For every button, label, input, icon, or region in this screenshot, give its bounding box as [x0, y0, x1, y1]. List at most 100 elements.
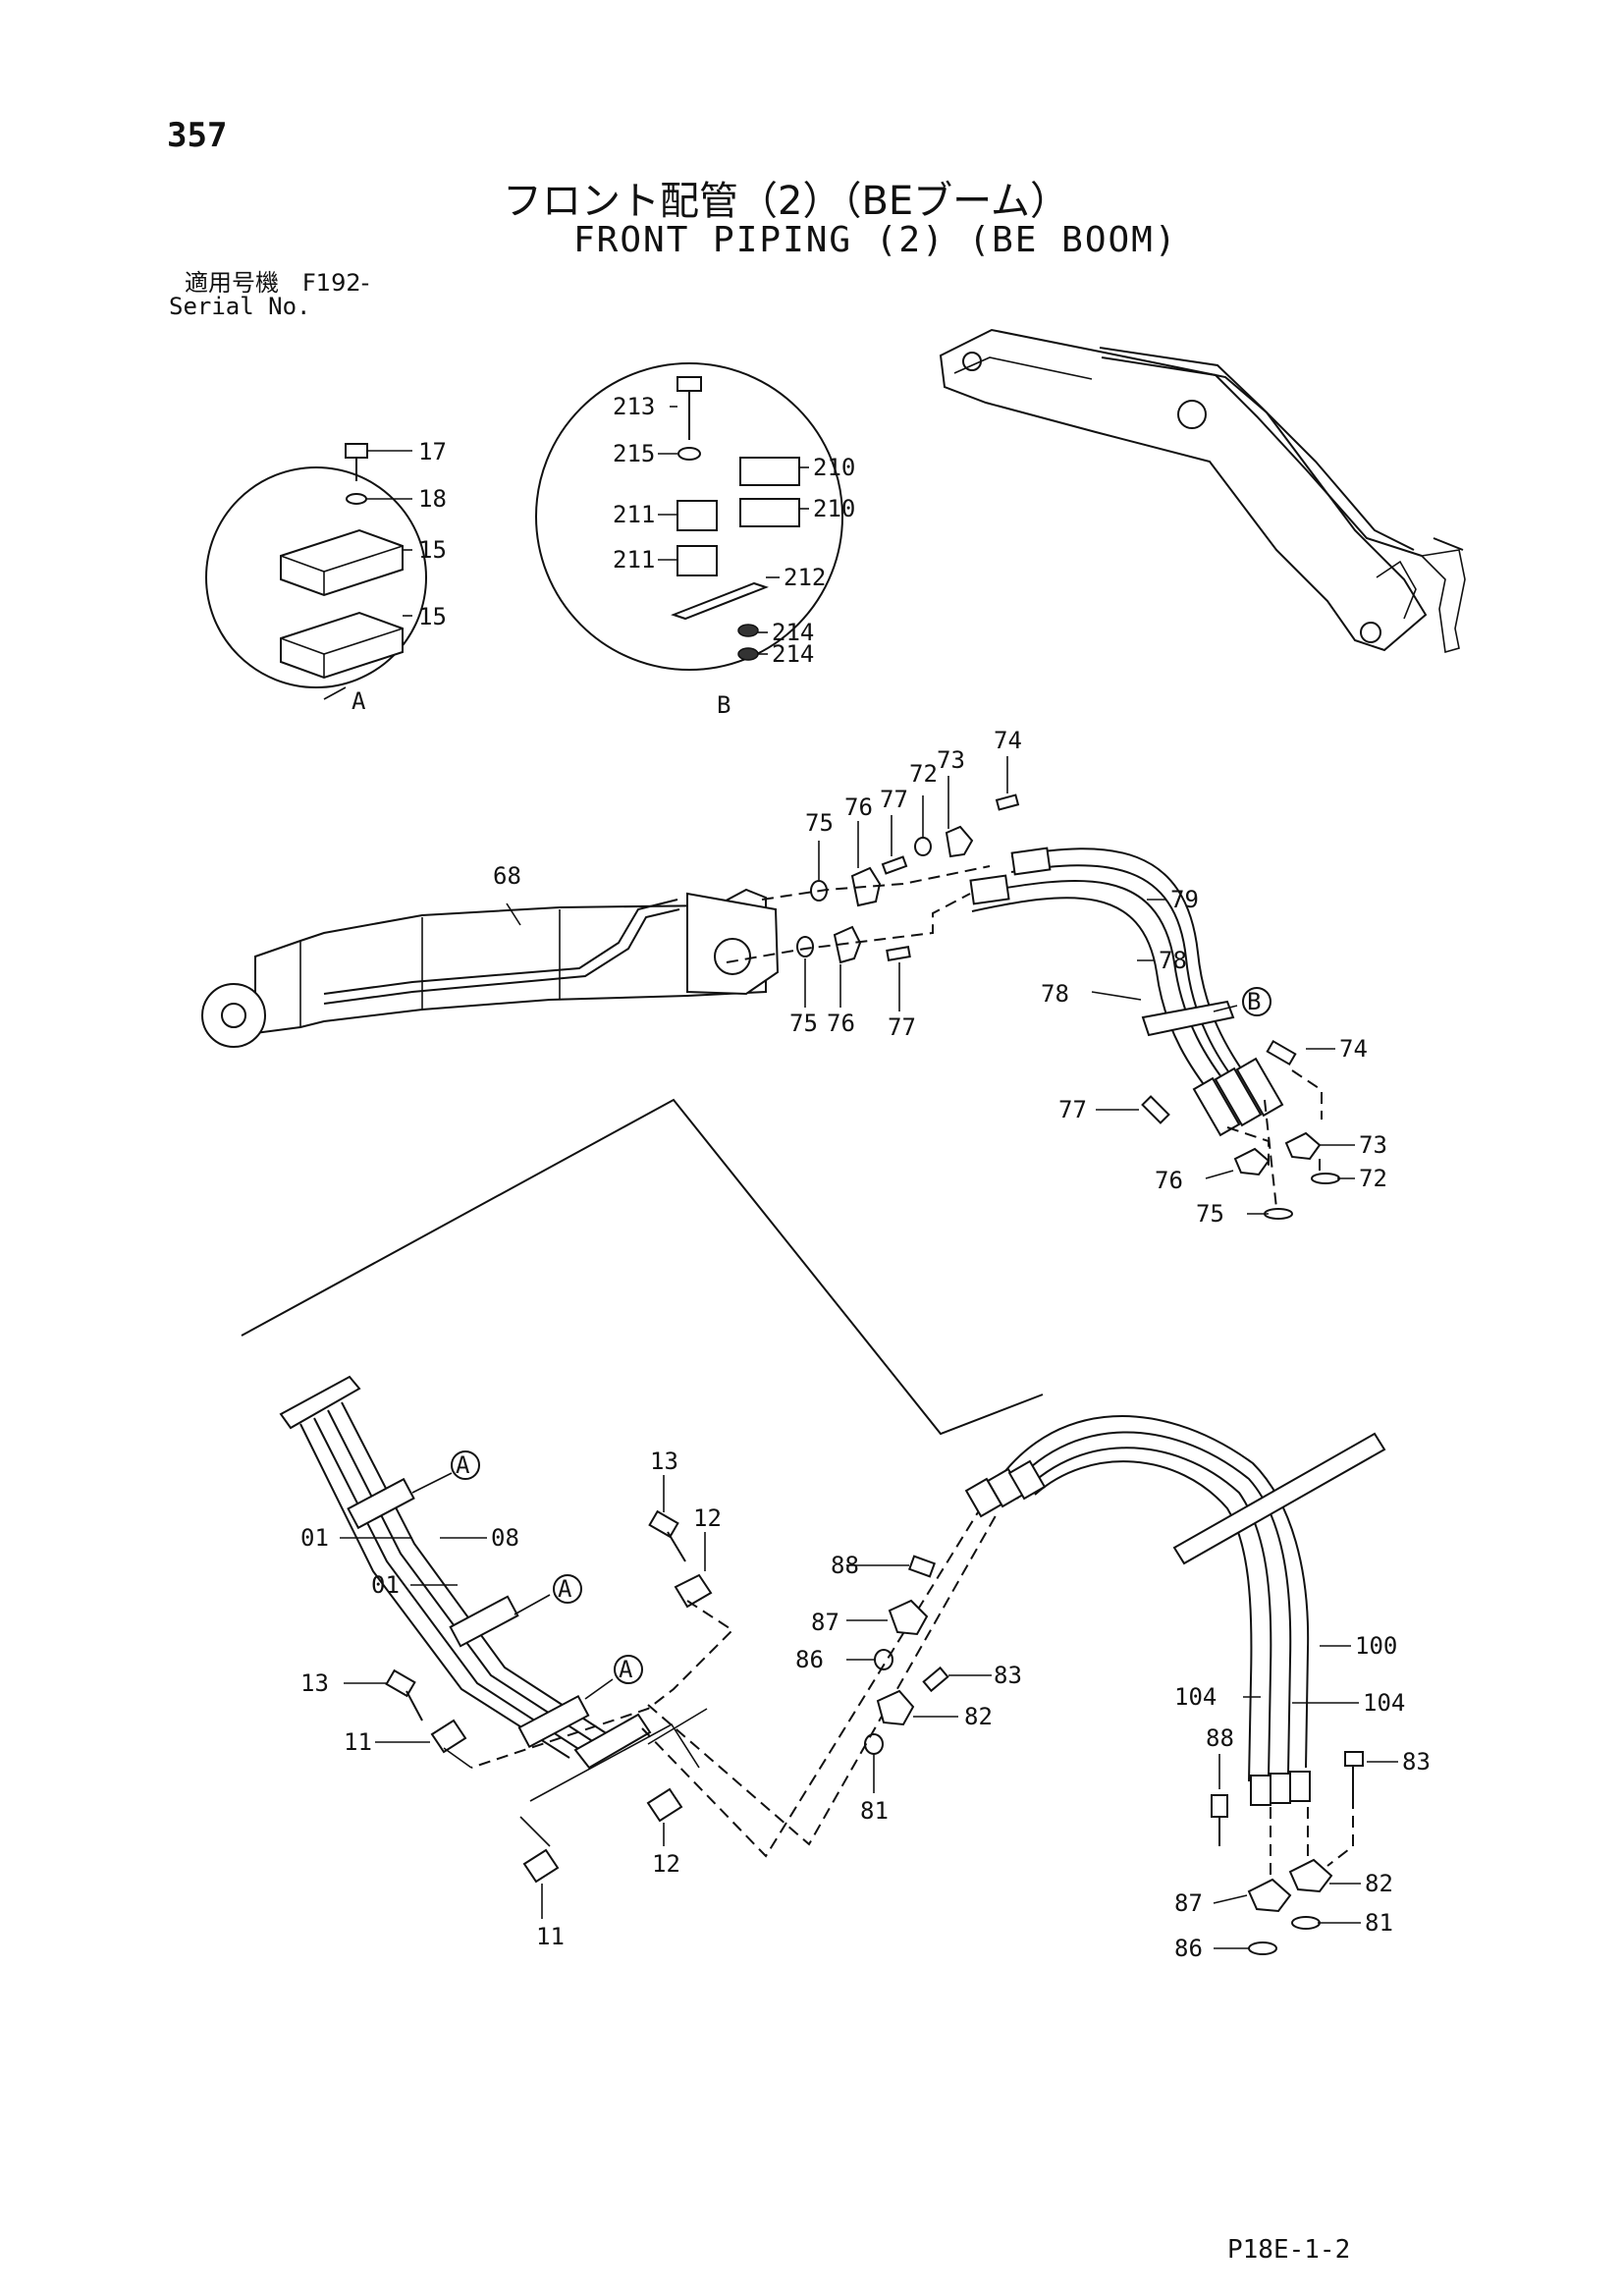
- boom-outline: [939, 328, 1428, 652]
- boom-cylinder-icon: [254, 888, 767, 1035]
- callout-a: A: [456, 1451, 470, 1479]
- callout-88: 88: [1206, 1724, 1234, 1752]
- o-ring-86-icon: [874, 1649, 893, 1670]
- callout-86: 86: [795, 1646, 824, 1673]
- callout-82: 82: [1365, 1870, 1393, 1897]
- callout-88: 88: [831, 1552, 859, 1579]
- detail-b-label: B: [717, 691, 730, 719]
- callout-210: 210: [813, 495, 855, 522]
- callout-78: 78: [1041, 980, 1069, 1008]
- bolt-83-icon: [1344, 1751, 1364, 1767]
- clamp-210-upper-icon: [739, 457, 800, 486]
- page-title-english: FRONT PIPING (2) (BE BOOM): [573, 220, 1178, 260]
- o-ring-86-icon: [1248, 1941, 1277, 1955]
- callout-104: 104: [1174, 1683, 1217, 1711]
- callout-77: 77: [888, 1013, 916, 1041]
- callout-75: 75: [789, 1010, 818, 1037]
- clamp-11-icon: [430, 1719, 467, 1754]
- boom-overview: [939, 328, 1466, 654]
- nut-214-icon: [737, 647, 759, 661]
- clamp-211-lower-icon: [676, 545, 718, 576]
- callout-82: 82: [964, 1703, 993, 1730]
- callout-83: 83: [1402, 1748, 1431, 1776]
- callout-75: 75: [805, 809, 834, 837]
- callout-74: 74: [1339, 1035, 1368, 1063]
- page-title-japanese: フロント配管（2）（BEブーム）: [503, 179, 1069, 224]
- callout-15: 15: [418, 536, 447, 564]
- clamp-a-icon: [517, 1694, 590, 1749]
- o-ring-75-icon: [796, 936, 814, 957]
- flange-73-icon: [945, 825, 974, 858]
- callout-79: 79: [1170, 886, 1199, 913]
- callout-73: 73: [1359, 1131, 1387, 1159]
- bolt-13-icon: [648, 1509, 679, 1539]
- callout-86: 86: [1174, 1935, 1203, 1962]
- o-ring-81-icon: [1291, 1916, 1321, 1930]
- callout-212: 212: [784, 564, 826, 591]
- washer-18-icon: [346, 493, 367, 505]
- callout-a: A: [558, 1575, 572, 1603]
- callout-13: 13: [650, 1448, 678, 1475]
- callout-01: 01: [371, 1571, 400, 1599]
- serial-label-japanese: 適用号機 F192-: [185, 269, 370, 297]
- callout-215: 215: [613, 440, 655, 467]
- callout-a: A: [619, 1656, 633, 1683]
- callout-81: 81: [1365, 1909, 1393, 1937]
- callout-11: 11: [344, 1728, 372, 1756]
- callout-213: 213: [613, 393, 655, 420]
- callout-210: 210: [813, 454, 855, 481]
- o-ring-75-icon: [1264, 1208, 1293, 1220]
- drawing-code: P18E-1-2: [1227, 2235, 1351, 2265]
- clamp-12-icon: [646, 1787, 683, 1823]
- flange-82-icon: [1288, 1858, 1333, 1893]
- page-number: 357: [167, 116, 228, 155]
- callout-13: 13: [300, 1669, 329, 1697]
- callout-211: 211: [613, 546, 655, 574]
- callout-01: 01: [300, 1524, 329, 1552]
- callout-72: 72: [1359, 1165, 1387, 1192]
- detail-a-circle: [205, 466, 427, 688]
- upper-assembly: 68 79 78 78 B: [201, 727, 1387, 1228]
- flange-76-icon: [833, 925, 862, 964]
- detail-view-a: 17 18 15 15 A: [205, 438, 447, 715]
- hose-bracket-icon: [1172, 1432, 1386, 1565]
- callout-72: 72: [909, 760, 938, 788]
- callout-76: 76: [1155, 1167, 1183, 1194]
- callout-12: 12: [693, 1504, 722, 1532]
- clamp-211-upper-icon: [676, 500, 718, 531]
- bolt-13-icon: [385, 1668, 416, 1698]
- leader-outline: [241, 1098, 1044, 1436]
- clamp-210-lower-icon: [739, 498, 800, 527]
- clamp-15-lower-icon: [280, 611, 404, 680]
- callout-81: 81: [860, 1797, 889, 1825]
- callout-214: 214: [772, 619, 814, 646]
- manifold-block-icon: [279, 1375, 361, 1430]
- bolt-88-icon: [907, 1555, 937, 1578]
- serial-label-english: Serial No.: [169, 293, 311, 320]
- clamp-a-icon: [449, 1595, 519, 1648]
- flange-73-icon: [1284, 1131, 1322, 1161]
- washer-215-icon: [677, 447, 701, 461]
- callout-76: 76: [827, 1010, 855, 1037]
- callout-18: 18: [418, 485, 447, 513]
- view-b-marker: [1242, 987, 1271, 1016]
- clamp-12-icon: [674, 1573, 713, 1609]
- o-ring-81-icon: [864, 1733, 884, 1755]
- flange-82-icon: [876, 1689, 915, 1726]
- detail-a-label: A: [352, 687, 366, 715]
- callout-08: 08: [491, 1524, 519, 1552]
- clamp-15-upper-icon: [280, 528, 404, 597]
- clamp-a-icon: [347, 1477, 415, 1530]
- callout-76: 76: [844, 793, 873, 821]
- callout-12: 12: [652, 1850, 680, 1878]
- callout-87: 87: [811, 1609, 839, 1636]
- callout-15: 15: [418, 603, 447, 630]
- callout-83: 83: [994, 1662, 1022, 1689]
- plate-212-icon: [671, 581, 769, 621]
- nut-214-icon: [737, 624, 759, 637]
- callout-100: 100: [1355, 1632, 1397, 1660]
- callout-74: 74: [994, 727, 1022, 754]
- callout-211: 211: [613, 501, 655, 528]
- callout-75: 75: [1196, 1200, 1224, 1228]
